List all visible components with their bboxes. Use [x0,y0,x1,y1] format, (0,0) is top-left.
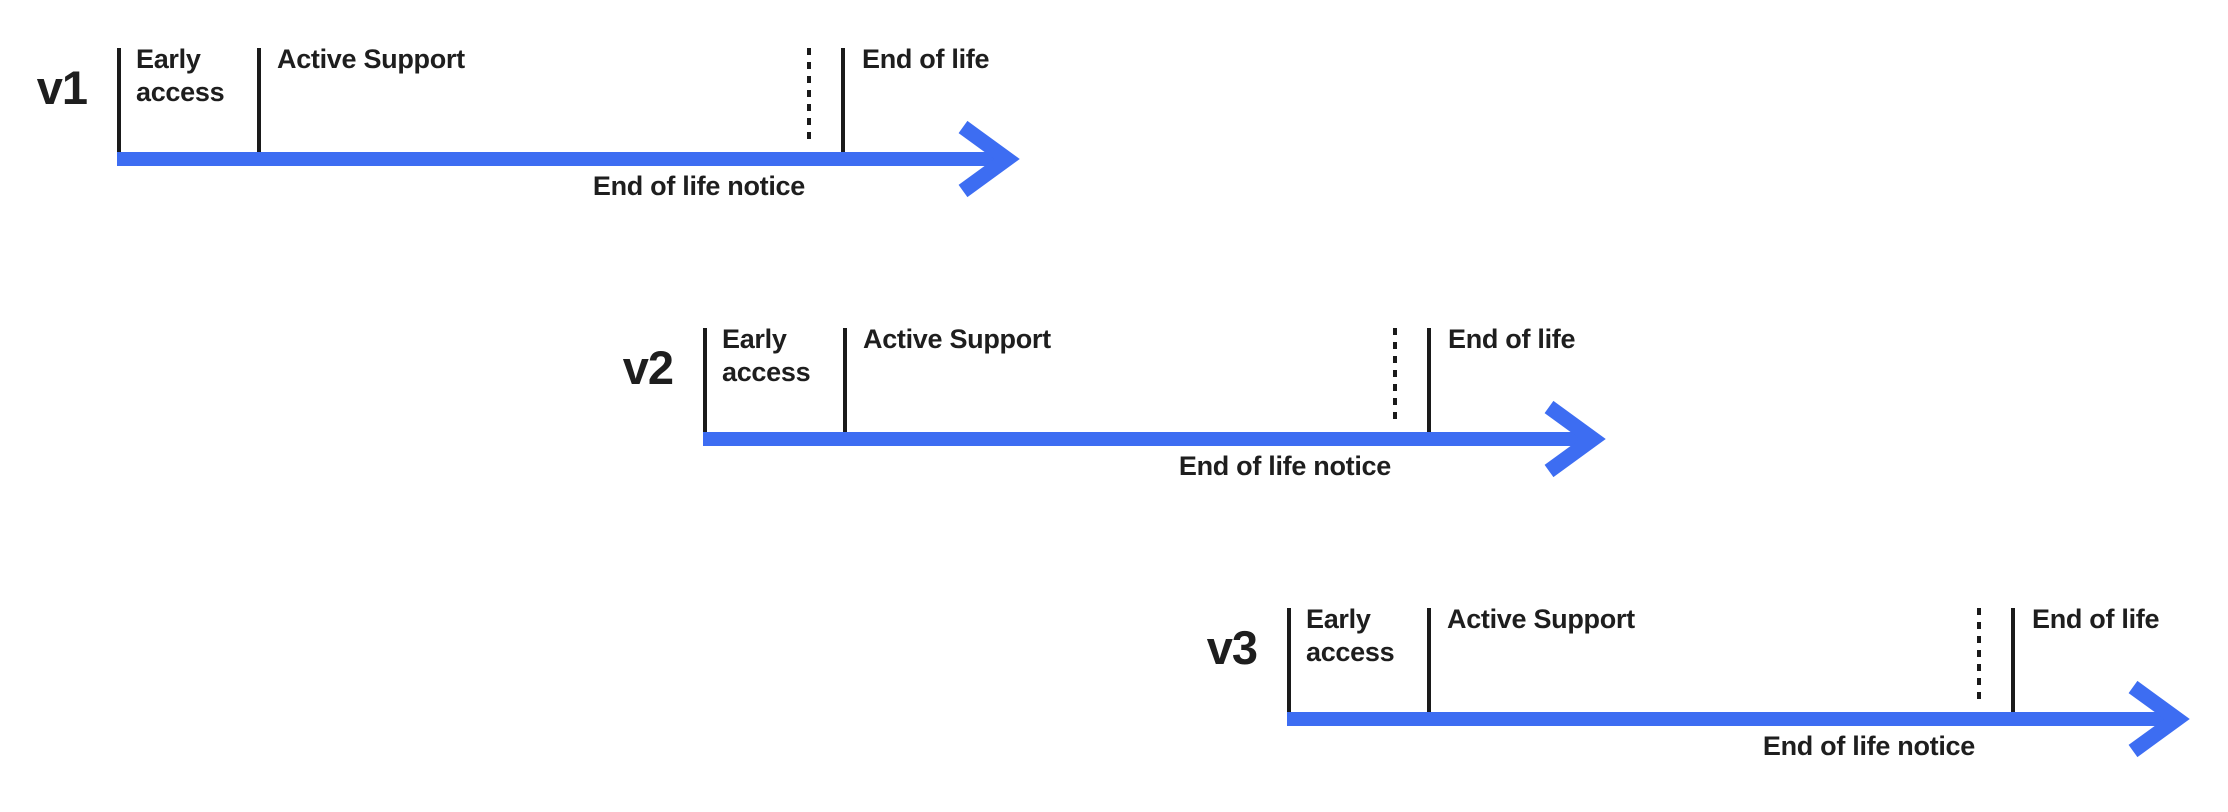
timeline-v2: v2 Early access Active Support End of li… [623,324,1663,558]
end-of-life-notice-label: End of life notice [592,171,805,201]
early-access-start-tick [703,328,707,432]
timeline-arrow-icon [117,120,1020,198]
timeline-v3: v3 Early access Active Support End of li… [1207,604,2228,812]
active-support-label: Active Support [277,44,465,74]
end-of-life-notice-label: End of life notice [1178,451,1391,481]
active-support-start-tick [843,328,847,432]
early-access-label: Early access [722,324,811,387]
eol-notice-dashed-tick [1977,608,1981,705]
timeline-arrow-icon [703,400,1606,478]
early-access-start-tick [1287,608,1291,712]
end-of-life-label: End of life [1448,324,1576,354]
eol-notice-dashed-tick [807,48,811,145]
active-support-label: Active Support [1447,604,1635,634]
end-of-life-tick [1427,328,1431,432]
version-label: v2 [622,341,674,394]
version-label: v1 [36,61,88,114]
end-of-life-label: End of life [2032,604,2160,634]
version-label: v3 [1206,621,1258,674]
active-support-label: Active Support [863,324,1051,354]
end-of-life-tick [841,48,845,152]
end-of-life-label: End of life [862,44,990,74]
early-access-start-tick [117,48,121,152]
active-support-start-tick [1427,608,1431,712]
timeline-v1: v1 Early access Active Support End of li… [37,44,1077,278]
early-access-label: Early access [136,44,225,107]
eol-notice-dashed-tick [1393,328,1397,425]
timeline-arrow-icon [1287,680,2190,758]
end-of-life-notice-label: End of life notice [1762,731,1975,761]
early-access-label: Early access [1306,604,1395,667]
end-of-life-tick [2011,608,2015,712]
active-support-start-tick [257,48,261,152]
